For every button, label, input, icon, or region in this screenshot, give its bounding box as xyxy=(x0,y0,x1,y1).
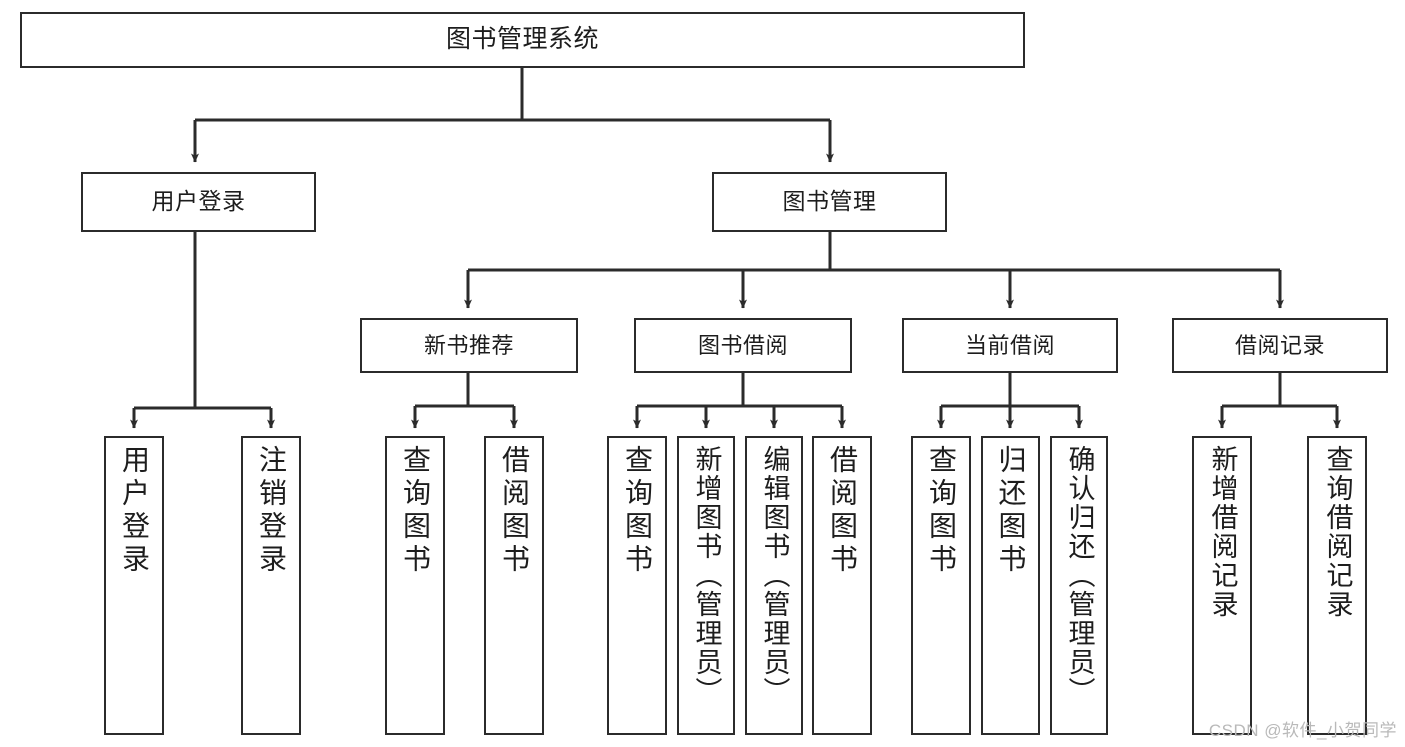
node-label: 查询图书 xyxy=(400,445,431,577)
leaf-borrow-add-book-admin[interactable]: 新增图书（管理员） xyxy=(677,436,735,735)
leaf-record-query-record[interactable]: 查询借阅记录 xyxy=(1307,436,1367,735)
node-current-borrow[interactable]: 当前借阅 xyxy=(902,318,1118,373)
node-new-book-recommend[interactable]: 新书推荐 xyxy=(360,318,578,373)
node-label: 借阅图书 xyxy=(827,445,858,577)
node-borrow-record[interactable]: 借阅记录 xyxy=(1172,318,1388,373)
node-label: 图书借阅 xyxy=(697,332,788,358)
node-label: 查询图书 xyxy=(622,445,653,577)
csdn-watermark: CSDN @软件_小贺同学 xyxy=(1208,721,1397,740)
leaf-borrow-edit-book-admin[interactable]: 编辑图书（管理员） xyxy=(745,436,803,735)
node-label: 当前借阅 xyxy=(964,332,1055,358)
node-book-borrow[interactable]: 图书借阅 xyxy=(634,318,852,373)
node-label: 确认归还（管理员） xyxy=(1064,445,1095,706)
leaf-borrow-query-book[interactable]: 查询图书 xyxy=(607,436,667,735)
node-user-login[interactable]: 用户登录 xyxy=(81,172,316,232)
node-label: 用户登录 xyxy=(151,188,246,215)
leaf-user-login-logout[interactable]: 注销登录 xyxy=(241,436,301,735)
node-label: 编辑图书（管理员） xyxy=(759,445,790,706)
leaf-recommend-query-book[interactable]: 查询图书 xyxy=(385,436,445,735)
node-label: 图书管理 xyxy=(782,188,877,215)
leaf-borrow-borrow-book[interactable]: 借阅图书 xyxy=(812,436,872,735)
node-label: 图书管理系统 xyxy=(445,25,599,54)
leaf-current-confirm-return-admin[interactable]: 确认归还（管理员） xyxy=(1050,436,1108,735)
leaf-record-add-record[interactable]: 新增借阅记录 xyxy=(1192,436,1252,735)
node-label: 注销登录 xyxy=(256,445,287,577)
node-root-system[interactable]: 图书管理系统 xyxy=(20,12,1025,68)
node-label: 归还图书 xyxy=(995,445,1027,577)
node-label: 借阅记录 xyxy=(1234,332,1325,358)
node-label: 新增借阅记录 xyxy=(1207,445,1238,619)
node-label: 新增图书（管理员） xyxy=(691,445,722,706)
leaf-recommend-borrow-book[interactable]: 借阅图书 xyxy=(484,436,544,735)
leaf-user-login-login[interactable]: 用户登录 xyxy=(104,436,164,735)
node-label: 借阅图书 xyxy=(499,445,530,577)
node-label: 查询图书 xyxy=(926,445,957,577)
leaf-current-return-book[interactable]: 归还图书 xyxy=(981,436,1040,735)
node-book-management[interactable]: 图书管理 xyxy=(712,172,947,232)
node-label: 新书推荐 xyxy=(423,332,514,358)
node-label: 查询借阅记录 xyxy=(1322,445,1353,619)
leaf-current-query-book[interactable]: 查询图书 xyxy=(911,436,971,735)
node-label: 用户登录 xyxy=(119,445,150,577)
